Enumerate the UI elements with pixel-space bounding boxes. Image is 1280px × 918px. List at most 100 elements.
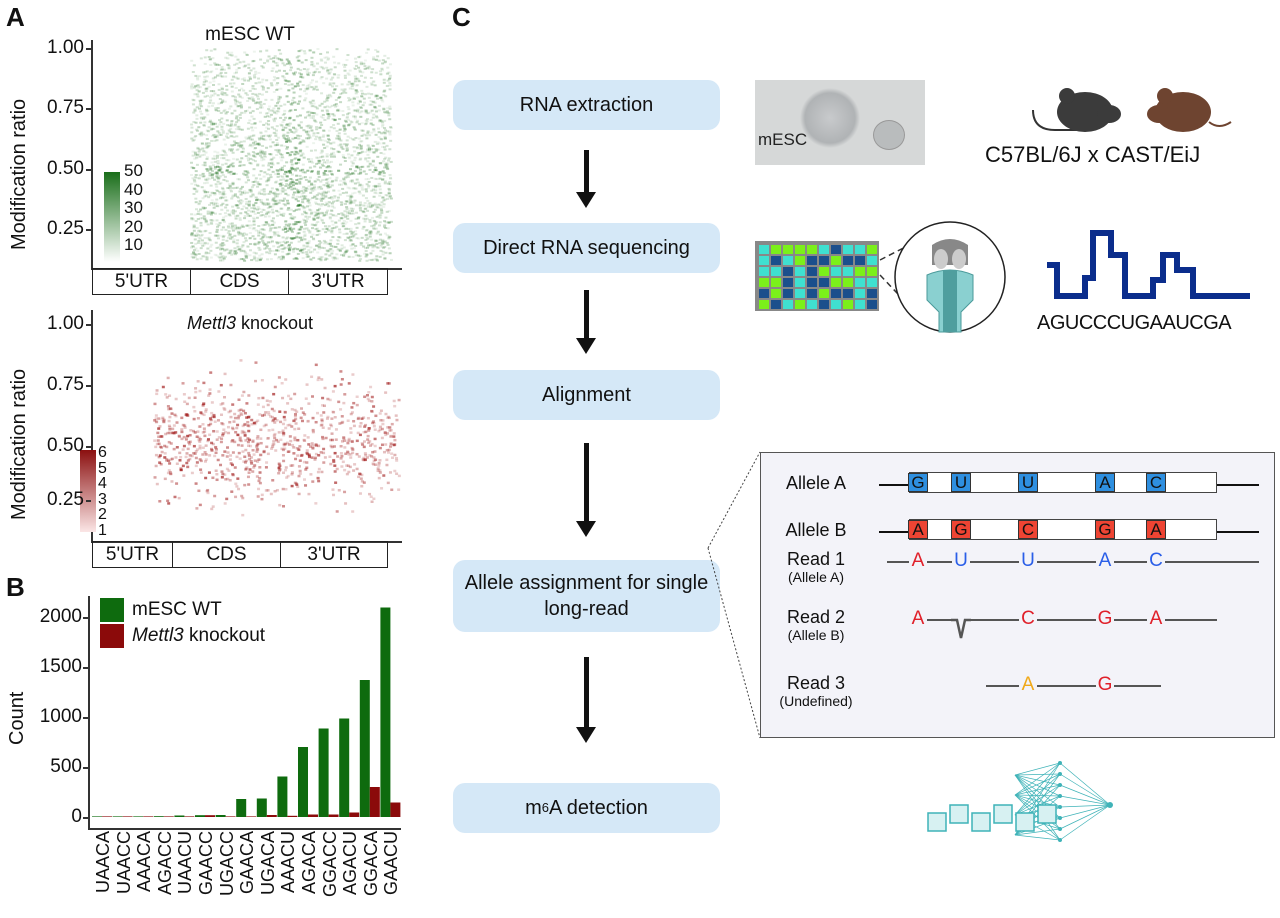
heatmap-cell xyxy=(219,383,223,387)
heatmap-cell xyxy=(304,116,308,119)
heatmap-cell xyxy=(222,68,226,71)
heatmap-cell xyxy=(257,144,261,147)
heatmap-cell xyxy=(210,134,214,137)
heatmap-cell xyxy=(218,221,222,224)
heatmap-cell xyxy=(371,171,375,174)
heatmap-cell xyxy=(244,439,248,442)
heatmap-cell xyxy=(331,200,335,203)
heatmap-cell xyxy=(381,253,385,256)
heatmap-cell xyxy=(225,159,229,162)
heatmap-cell xyxy=(206,177,210,180)
heatmap-cell xyxy=(380,132,384,135)
heatmap-cell xyxy=(153,439,157,442)
heatmap-cell xyxy=(257,241,261,244)
heatmap-cell xyxy=(356,217,360,220)
heatmap-cell xyxy=(214,109,218,112)
heatmap-cell xyxy=(280,247,284,250)
heatmap-cell xyxy=(192,224,196,227)
heatmap-cell xyxy=(325,56,329,59)
heatmap-cell xyxy=(384,251,388,254)
heatmap-cell xyxy=(368,148,372,151)
heatmap-cell xyxy=(330,209,334,212)
heatmap-cell xyxy=(258,120,262,123)
heatmap-cell xyxy=(285,140,289,143)
x-tick-label: UGACA xyxy=(257,831,278,896)
heatmap-cell xyxy=(343,143,347,146)
heatmap-cell xyxy=(216,189,220,192)
heatmap-cell xyxy=(209,422,213,426)
heatmap-cell xyxy=(251,92,255,95)
heatmap-cell xyxy=(279,182,283,185)
heatmap-cell xyxy=(307,454,311,458)
heatmap-cell xyxy=(195,258,199,261)
heatmap-cell xyxy=(198,200,202,203)
heatmap-cell xyxy=(325,77,329,80)
heatmap-cell xyxy=(268,247,272,250)
heatmap-cell xyxy=(287,207,291,210)
heatmap-cell xyxy=(349,230,353,233)
heatmap-cell xyxy=(247,79,251,82)
heatmap-cell xyxy=(330,198,334,201)
heatmap-cell xyxy=(207,394,211,397)
heatmap-cell xyxy=(374,186,378,189)
heatmap-cell xyxy=(377,148,381,151)
heatmap-cell xyxy=(185,452,189,455)
heatmap-cell xyxy=(356,147,360,150)
heatmap-cell xyxy=(372,58,376,61)
heatmap-cell xyxy=(265,221,269,224)
heatmap-cell xyxy=(369,122,373,125)
allele-line xyxy=(879,531,909,533)
logo-block xyxy=(1015,812,1035,832)
heatmap-cell xyxy=(262,449,266,453)
heatmap-cell xyxy=(336,196,340,199)
heatmap-cell xyxy=(174,414,178,418)
heatmap-cell xyxy=(216,151,220,154)
heatmap-cell xyxy=(345,464,349,467)
heatmap-cell xyxy=(379,73,383,76)
heatmap-cell xyxy=(229,237,233,240)
heatmap-cell xyxy=(273,253,277,256)
heatmap-cell xyxy=(198,148,202,151)
heatmap-cell xyxy=(375,148,379,151)
heatmap-cell xyxy=(360,134,364,137)
heatmap-cell xyxy=(303,210,307,213)
heatmap-cell xyxy=(336,239,340,242)
heatmap-cell xyxy=(252,50,256,53)
heatmap-cell xyxy=(190,217,194,220)
heatmap-cell xyxy=(202,133,206,136)
heatmap-cell xyxy=(197,126,201,129)
heatmap-cell xyxy=(346,118,350,121)
heatmap-cell xyxy=(289,103,293,106)
heatmap-cell xyxy=(257,479,261,483)
heatmap-cell xyxy=(345,59,349,62)
heatmap-cell xyxy=(279,213,283,216)
heatmap-cell xyxy=(281,214,285,217)
heatmap-cell xyxy=(360,184,364,187)
heatmap-cell xyxy=(194,201,198,204)
heatmap-cell xyxy=(296,232,300,235)
heatmap-cell xyxy=(219,197,223,200)
heatmap-cell xyxy=(370,71,374,74)
heatmap-cell xyxy=(291,181,295,184)
heatmap-cell xyxy=(358,100,362,103)
heatmap-cell xyxy=(372,130,376,133)
heatmap-cell xyxy=(366,165,370,168)
heatmap-cell xyxy=(312,184,316,187)
heatmap-cell xyxy=(370,93,374,96)
heatmap-cell xyxy=(357,190,361,193)
heatmap-cell xyxy=(201,404,205,407)
heatmap-cell xyxy=(250,98,254,101)
heatmap-cell xyxy=(161,416,165,420)
heatmap-cell xyxy=(363,395,367,399)
heatmap-cell xyxy=(350,121,354,124)
heatmap-cell xyxy=(203,191,207,194)
heatmap-cell xyxy=(154,464,158,468)
heatmap-cell xyxy=(202,427,206,430)
heatmap-cell xyxy=(281,176,285,179)
heatmap-cell xyxy=(352,82,356,85)
heatmap-cell xyxy=(199,100,203,103)
heatmap-cell xyxy=(317,240,321,243)
heatmap-cell xyxy=(259,201,263,204)
heatmap-cell xyxy=(319,77,323,80)
heatmap-cell xyxy=(209,213,213,216)
